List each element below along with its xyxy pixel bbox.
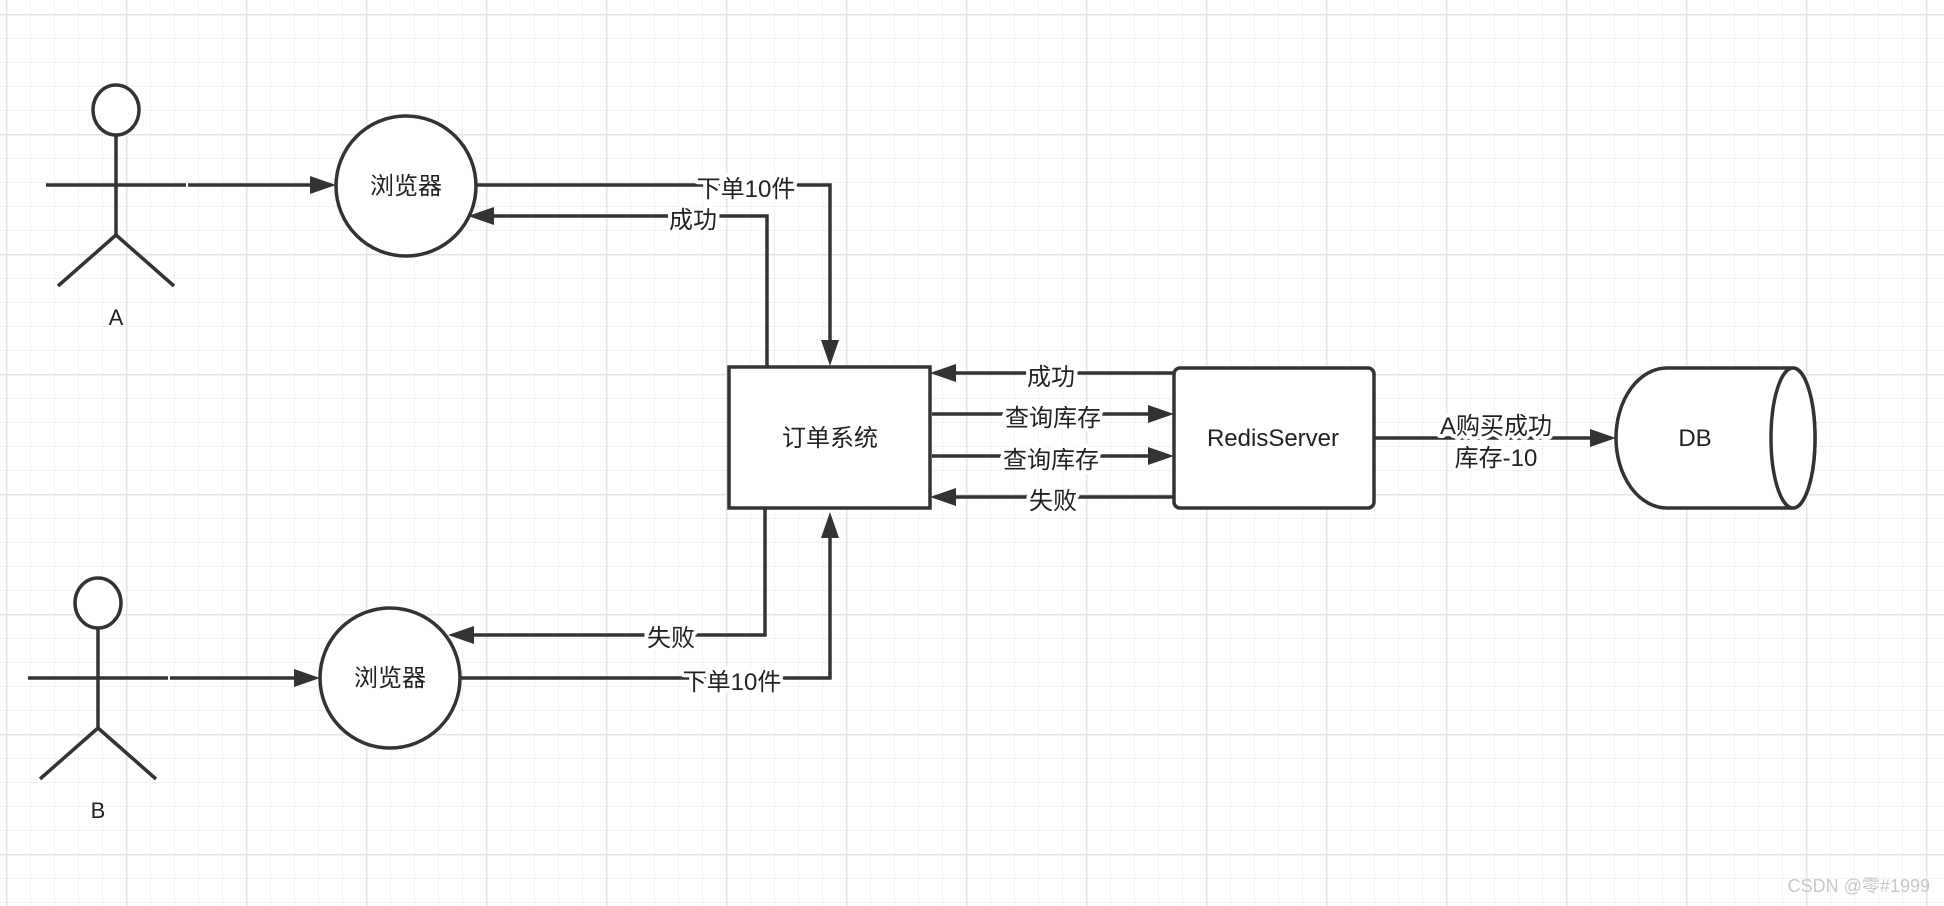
- redis-server-label: RedisServer: [1207, 425, 1339, 452]
- db-label: DB: [1678, 425, 1711, 452]
- label-redis-success: 成功: [1027, 364, 1075, 391]
- label-query-stock-1: 查询库存: [1005, 405, 1101, 432]
- redis-server-node: [1172, 366, 1376, 510]
- watermark: CSDN @零#1999: [1787, 876, 1930, 896]
- actor-b: [28, 576, 168, 781]
- edge-b-order: [461, 532, 832, 680]
- label-b-order: 下单10件: [683, 669, 782, 696]
- label-a-order: 下单10件: [697, 176, 796, 203]
- label-db-line2: 库存-10: [1455, 445, 1538, 472]
- label-db-line1: A购买成功: [1440, 413, 1552, 440]
- edge-a-success: [488, 214, 769, 367]
- browser-b-node: [318, 606, 462, 750]
- db-node: [1614, 366, 1817, 510]
- browser-b-label: 浏览器: [354, 665, 426, 692]
- label-a-success: 成功: [669, 207, 717, 234]
- edge-b-fail: [468, 508, 767, 637]
- label-query-stock-2: 查询库存: [1003, 447, 1099, 474]
- actor-b-label: B: [91, 798, 106, 823]
- actor-a-label: A: [109, 305, 124, 330]
- label-b-fail: 失败: [647, 625, 695, 652]
- actor-a: [46, 83, 186, 288]
- order-system-label: 订单系统: [782, 425, 878, 452]
- label-redis-fail: 失败: [1029, 488, 1077, 515]
- browser-a-node: [334, 114, 478, 258]
- edge-a-order: [477, 183, 832, 346]
- browser-a-label: 浏览器: [370, 173, 442, 200]
- order-system-node: [727, 365, 932, 510]
